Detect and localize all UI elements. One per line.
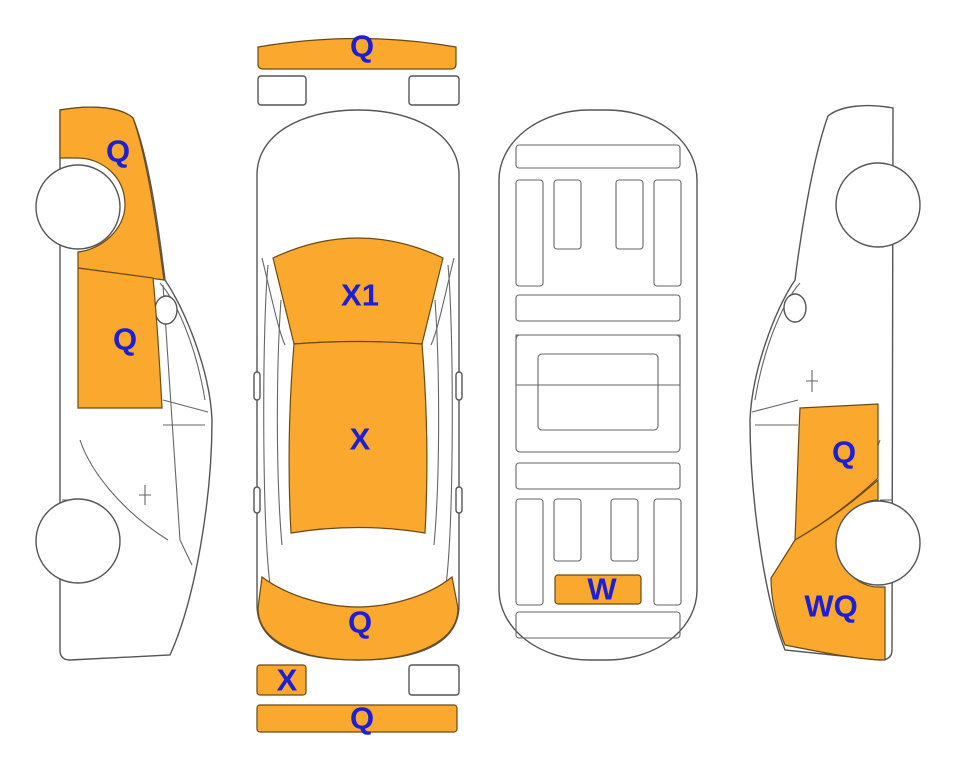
rear-right-light[interactable] [408,664,460,696]
underbody-view [498,109,698,661]
left-front-wheel[interactable] [35,164,121,250]
label-right-rear-quarter: WQ [804,589,857,624]
label-rear-window: Q [348,605,372,640]
right-mirror[interactable] [455,371,463,401]
left-rear-wheel[interactable] [35,498,121,584]
right-front-wheel[interactable] [835,162,921,248]
label-rear-left-light: X [277,663,298,698]
label-left-front-fender: Q [106,134,130,169]
underbody-rear-panel[interactable] [554,574,642,605]
label-front-bumper: Q [350,29,374,64]
rear-end-group [256,664,460,733]
left-mirror[interactable] [253,371,261,401]
front-right-headlight[interactable] [408,75,460,106]
top-view-car [253,109,463,661]
label-windshield: X1 [341,278,379,313]
roof-panel[interactable] [288,340,428,534]
front-bumper-panel[interactable] [257,37,457,70]
label-right-rear-door: Q [832,435,856,470]
rear-window-panel[interactable] [257,575,459,661]
right-side-view [749,104,921,661]
rear-left-light-panel[interactable] [256,664,307,696]
left-side-view [35,106,213,661]
label-roof: X [350,422,371,457]
left-front-door-panel[interactable] [77,267,163,409]
rear-bumper-panel[interactable] [256,704,458,733]
label-underbody-rear: W [587,572,617,607]
right-rear-wheel[interactable] [835,500,921,586]
label-rear-bumper: Q [350,701,374,736]
label-left-front-door: Q [113,322,137,357]
front-end-group [257,37,460,106]
front-left-headlight[interactable] [257,75,307,106]
damage-labels: Q Q Q X1 X Q X Q W Q WQ [106,29,858,736]
